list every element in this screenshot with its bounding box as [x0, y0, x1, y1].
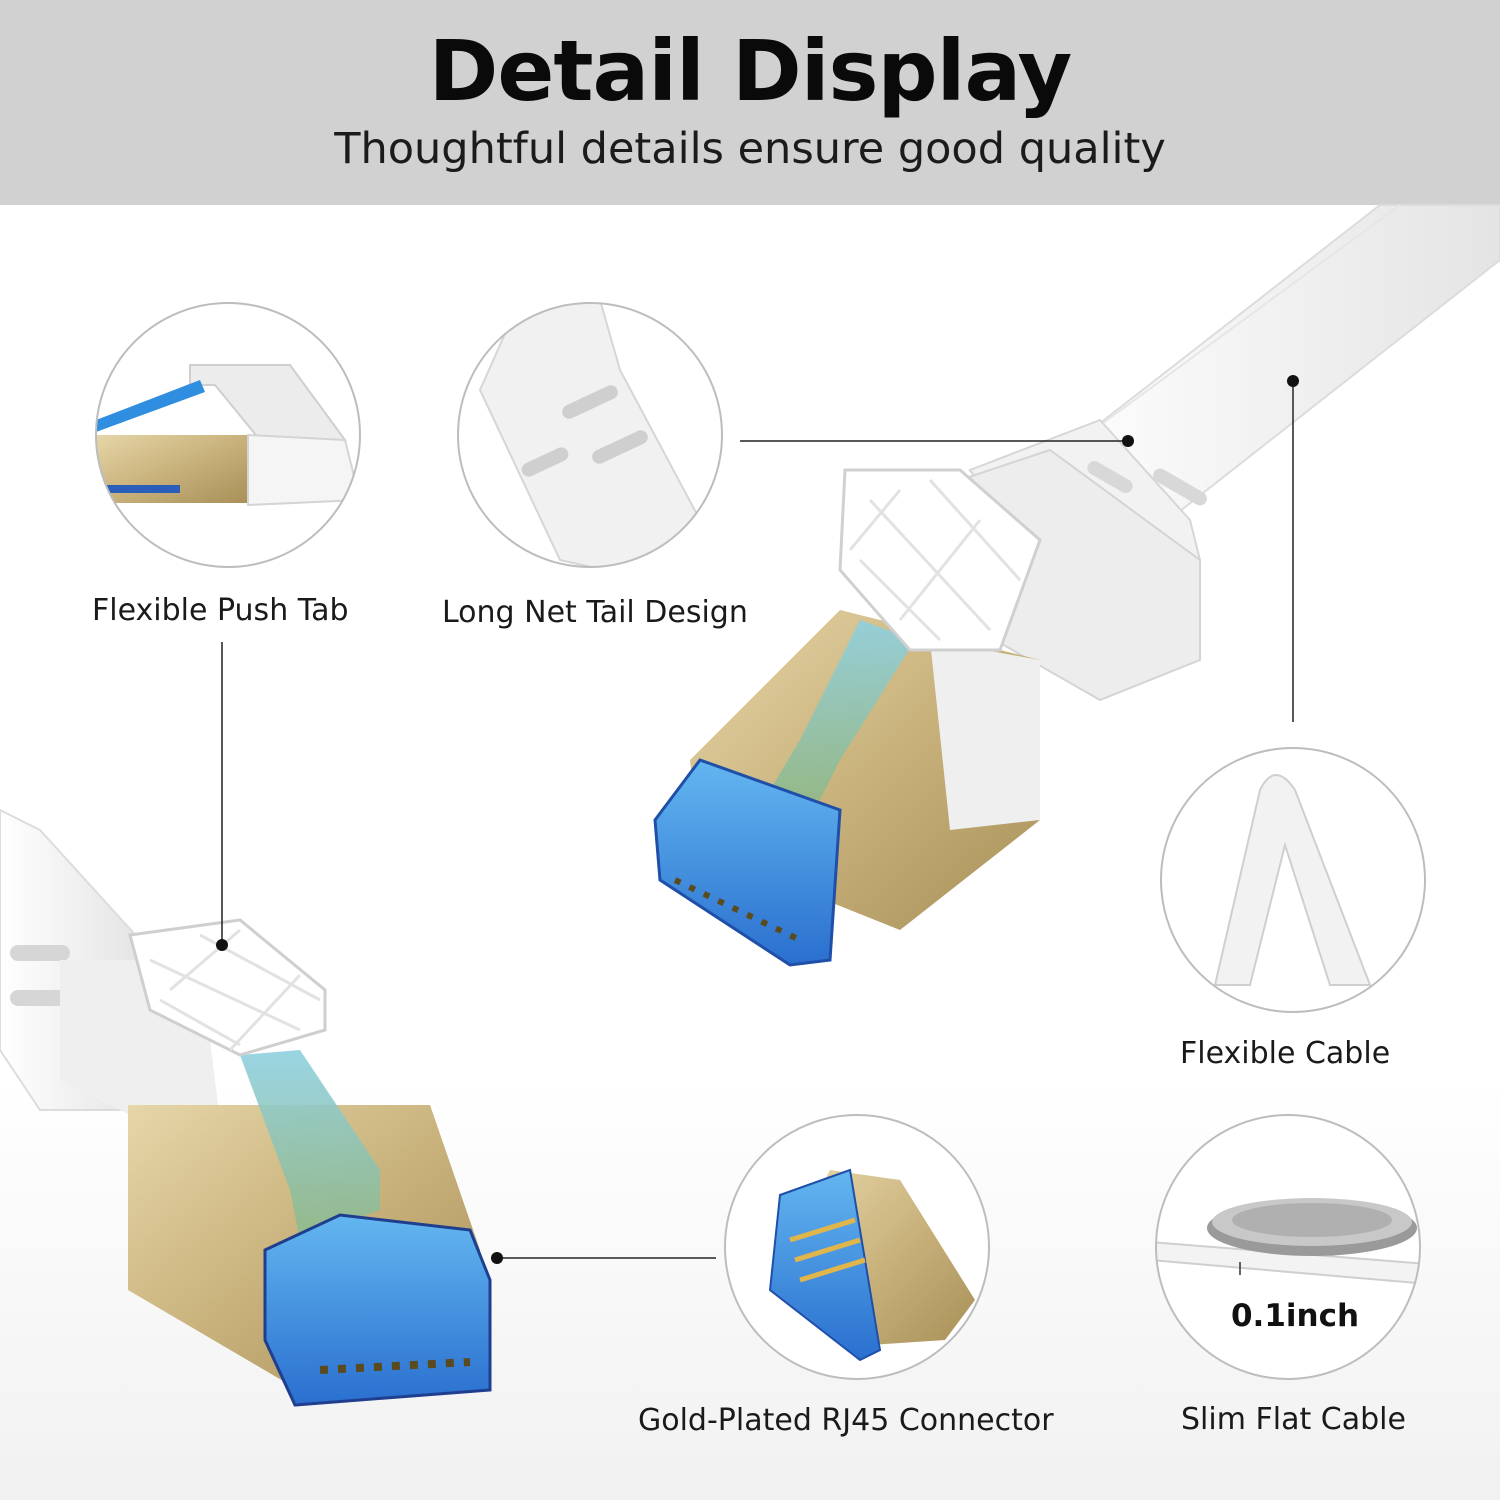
- upper-rj45-connector: [653, 418, 1207, 967]
- header-banner: [0, 0, 1500, 205]
- feature-label-gold-connector: Gold-Plated RJ45 Connector: [638, 1403, 1054, 1438]
- net-tail-detail-circle: [457, 302, 723, 568]
- flexible-cable-detail-circle: [1160, 747, 1426, 1013]
- push-tab-detail-circle: [95, 302, 361, 568]
- gold-connector-detail-circle: [724, 1114, 990, 1380]
- feature-label-flexible-cable: Flexible Cable: [1180, 1036, 1391, 1071]
- feature-label-push-tab: Flexible Push Tab: [92, 593, 349, 628]
- callout-lines: [216, 375, 1299, 1264]
- slim-cable-detail-circle: [1155, 1114, 1421, 1380]
- feature-label-slim-cable: Slim Flat Cable: [1181, 1402, 1406, 1437]
- page-title: Detail Display: [428, 22, 1073, 120]
- feature-label-net-tail: Long Net Tail Design: [442, 595, 748, 630]
- lower-rj45-connector: [0, 808, 492, 1407]
- thickness-value: 0.1inch: [1230, 1298, 1360, 1334]
- page-subtitle: Thoughtful details ensure good quality: [334, 124, 1166, 174]
